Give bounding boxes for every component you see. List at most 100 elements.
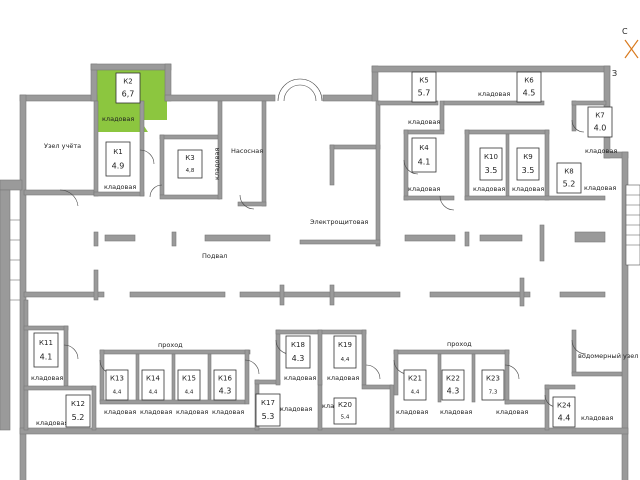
room-kladovaya-k2: кладовая xyxy=(102,115,134,123)
room-vodomer: водомерный узел xyxy=(578,352,638,360)
storage-code: К17 xyxy=(261,399,275,407)
room-kladovaya-k6: кладовая xyxy=(478,90,510,98)
room-kladovaya-k10: кладовая xyxy=(473,185,505,193)
storage-code: К14 xyxy=(146,375,160,383)
storage-code: К5 xyxy=(419,77,428,85)
entrance-arch xyxy=(277,78,323,102)
room-labels: Узел учёта Насосная Электрощитовая Подва… xyxy=(31,90,638,427)
storage-6-label-box: К4 4.1 xyxy=(411,137,437,173)
room-prohod-left: проход xyxy=(158,341,183,349)
room-kladovaya-k22: кладовая xyxy=(440,408,472,416)
storage-7-label-box: К74.0 xyxy=(587,106,613,138)
storage-code: К18 xyxy=(291,341,305,349)
storage-box-frame xyxy=(411,137,437,173)
storage-box-frame xyxy=(65,394,91,428)
room-kladovaya-k24: кладовая xyxy=(581,414,613,422)
room-kladovaya-k14: кладовая xyxy=(140,408,172,416)
storage-box-frame xyxy=(141,369,165,401)
storage-area: 4.1 xyxy=(418,158,431,167)
storage-area: 6,7 xyxy=(122,89,135,98)
storage-code: К23 xyxy=(486,375,500,383)
storage-area: 4,4 xyxy=(149,389,158,395)
storage-12-label-box: К12 5.2 xyxy=(65,394,91,428)
storage-code: К21 xyxy=(408,375,422,383)
storage-box-frame xyxy=(516,147,540,181)
storage-box-frame xyxy=(552,396,576,428)
storage-area: 4.3 xyxy=(219,386,232,395)
storage-area: 5.7 xyxy=(418,88,431,97)
storage-area: 4.0 xyxy=(594,123,607,132)
storage-box-frame xyxy=(177,149,203,179)
room-kladovaya-k13: кладовая xyxy=(104,408,136,416)
room-prohod-right: проход xyxy=(447,340,472,348)
storage-code: К4 xyxy=(419,144,429,152)
entrance-arch-inner xyxy=(283,84,317,102)
storage-box-frame xyxy=(105,141,131,177)
storage-code: К19 xyxy=(338,341,352,349)
storage-5-label-box: К64.5 xyxy=(516,71,542,103)
storage-15-label-box: К15 4,4 xyxy=(177,369,201,401)
storage-area: 4,4 xyxy=(185,389,194,395)
storage-code: К7 xyxy=(595,112,604,120)
storage-box-frame xyxy=(105,369,129,401)
room-kladovaya-k17: кладовая xyxy=(280,405,312,413)
highlight-k2-tail xyxy=(97,120,148,132)
storage-box-frame xyxy=(33,332,59,368)
storage-area: 4,4 xyxy=(411,389,420,395)
storage-area: 4.1 xyxy=(40,353,53,362)
compass-north: С xyxy=(622,27,628,36)
storage-code: К6 xyxy=(524,77,534,85)
storage-10-label-box: К85.2 xyxy=(556,162,582,194)
room-kladovaya-k9: кладовая xyxy=(512,185,544,193)
storage-area: 5.2 xyxy=(563,179,576,188)
room-kladovaya-k8: кладовая xyxy=(584,184,616,192)
room-podval: Подвал xyxy=(202,252,227,260)
storage-area: 3.5 xyxy=(522,166,535,175)
inner-walls-upper xyxy=(23,100,607,247)
storage-code: К15 xyxy=(182,375,196,383)
staircase-right xyxy=(625,184,640,266)
storage-9-label-box: К93.5 xyxy=(516,147,540,181)
room-kladovaya-k3: кладовая xyxy=(213,148,221,180)
compass-west: З xyxy=(612,69,617,78)
storage-area: 4,8 xyxy=(186,168,195,174)
storage-code: К13 xyxy=(110,375,124,383)
storage-14-label-box: К14 4,4 xyxy=(141,369,165,401)
storage-area: 3.5 xyxy=(485,166,498,175)
storage-code: К1 xyxy=(113,148,122,156)
staircase-left xyxy=(10,219,20,301)
storage-area: 5.2 xyxy=(72,413,85,422)
inner-walls-lower xyxy=(23,325,623,431)
storage-box-frame xyxy=(441,369,465,401)
storage-box-frame xyxy=(213,369,237,401)
room-uzel-ucheta: Узел учёта xyxy=(44,142,81,150)
storage-area: 4.9 xyxy=(112,162,125,171)
storage-2-label-box: К1 4.9 xyxy=(105,141,131,177)
storage-code: К2 xyxy=(123,78,132,86)
storage-area: 4.4 xyxy=(558,413,571,422)
room-elektroshitovaya: Электрощитовая xyxy=(310,218,368,226)
storage-3-label-box: К34,8 xyxy=(177,149,203,179)
storage-code: К12 xyxy=(71,400,85,408)
room-kladovaya-k12: кладовая xyxy=(36,419,68,427)
storage-11-label-box: К11 4.1 xyxy=(33,332,59,368)
storage-21-label-box: К21 4,4 xyxy=(403,369,427,401)
room-kladovaya-k11: кладовая xyxy=(31,374,63,382)
storage-box-frame xyxy=(403,369,427,401)
storage-17-label-box: К17 5.3 xyxy=(255,393,281,427)
storage-area: 4.3 xyxy=(292,354,305,363)
storage-box-frame xyxy=(411,71,437,103)
room-nasosnaya: Насосная xyxy=(231,147,263,155)
storage-code: К20 xyxy=(338,401,352,409)
storage-code: К8 xyxy=(564,168,573,176)
storage-area: 5.3 xyxy=(262,412,275,421)
storage-code: К11 xyxy=(39,339,53,347)
